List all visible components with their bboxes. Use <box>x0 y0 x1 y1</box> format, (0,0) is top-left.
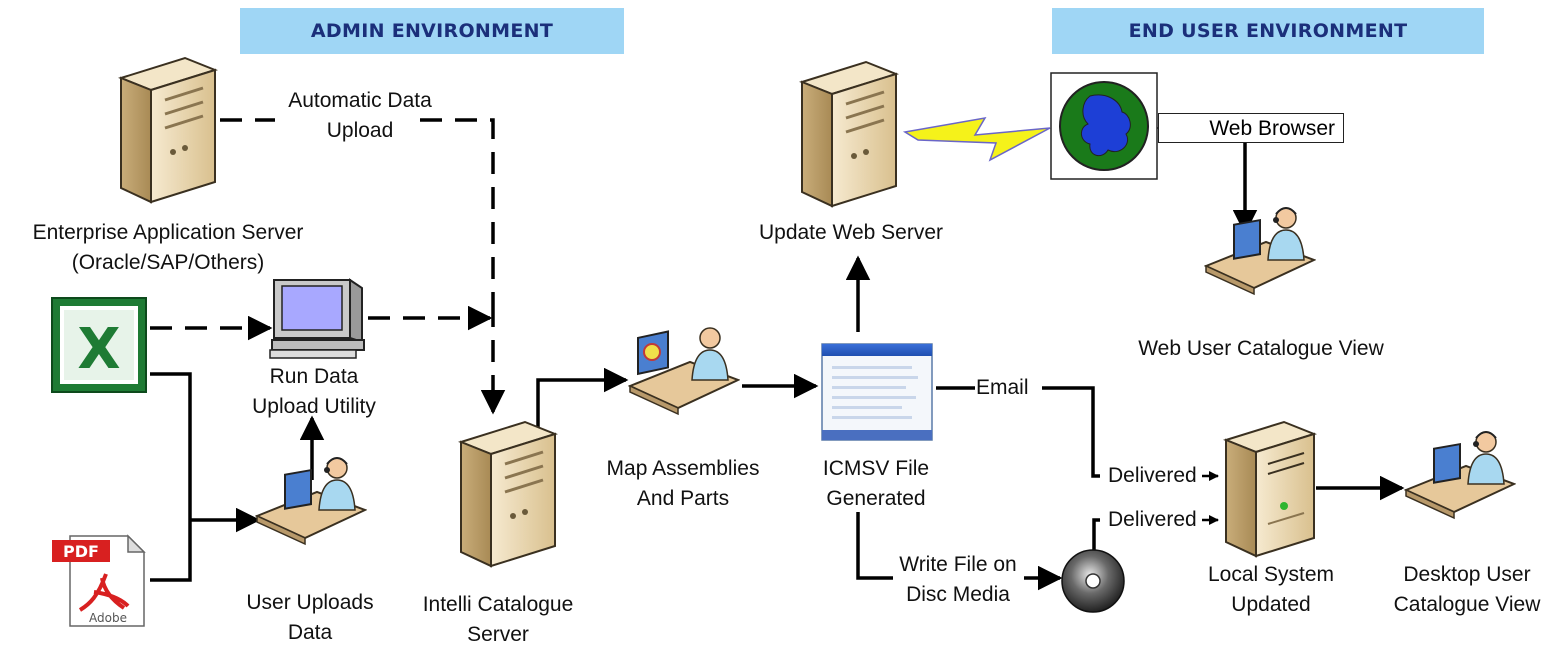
edge-excel-to-user <box>150 372 192 582</box>
end-user-environment-banner: END USER ENVIRONMENT <box>1052 8 1484 54</box>
enterprise-server-label: Enterprise Application Server (Oracle/SA… <box>32 221 304 274</box>
desktop-user-view-label: Desktop User Catalogue View <box>1393 563 1541 616</box>
globe-icon <box>1050 72 1158 180</box>
pdf-badge-text: PDF <box>63 542 99 561</box>
edge-intelli-map <box>525 367 629 469</box>
lightning-icon <box>902 116 1051 162</box>
delivered-label-2: Delivered <box>1108 508 1197 532</box>
map-assemblies-icon <box>628 327 740 416</box>
enterprise-server-icon <box>118 56 218 204</box>
email-label: Email <box>976 376 1029 400</box>
delivered-label-1: Delivered <box>1108 464 1197 488</box>
edge-write-disc <box>856 512 1060 578</box>
map-assemblies-label: Map Assemblies And Parts <box>606 457 760 510</box>
computer-icon <box>269 278 365 359</box>
web-user-view-label: Web User Catalogue View <box>1138 337 1384 360</box>
run-upload-label: Run Data Upload Utility <box>252 365 376 418</box>
icmsv-file-label: ICMSV File Generated <box>822 457 930 510</box>
user-uploads-label: User Uploads Data <box>246 591 374 644</box>
local-system-label: Local System Updated <box>1207 563 1335 616</box>
local-system-icon <box>1223 420 1317 558</box>
intelli-server-label: Intelli Catalogue Server <box>422 593 574 646</box>
edge-auto-upload <box>220 118 493 412</box>
icmsv-file-icon <box>821 343 933 441</box>
desktop-user-icon <box>1404 431 1516 520</box>
write-disc-label: Write File on Disc Media <box>899 553 1017 606</box>
pdf-file-icon: PDF Adobe <box>52 534 146 627</box>
update-web-server-label: Update Web Server <box>758 221 944 244</box>
svg-text:X: X <box>77 317 120 382</box>
web-server-icon <box>799 60 899 208</box>
excel-file-icon: X <box>51 297 147 393</box>
admin-environment-banner: ADMIN ENVIRONMENT <box>240 8 624 54</box>
disc-icon <box>1061 549 1125 613</box>
web-user-icon <box>1204 207 1316 296</box>
pdf-brand-text: Adobe <box>89 611 127 625</box>
web-browser-label: Web Browser <box>1158 113 1344 143</box>
edge-disc-delivered <box>1092 518 1100 552</box>
intelli-server-icon <box>458 420 558 568</box>
auto-upload-label: Automatic Data Upload <box>288 89 432 142</box>
edge-email <box>936 386 1100 478</box>
user-uploads-icon <box>255 457 367 546</box>
